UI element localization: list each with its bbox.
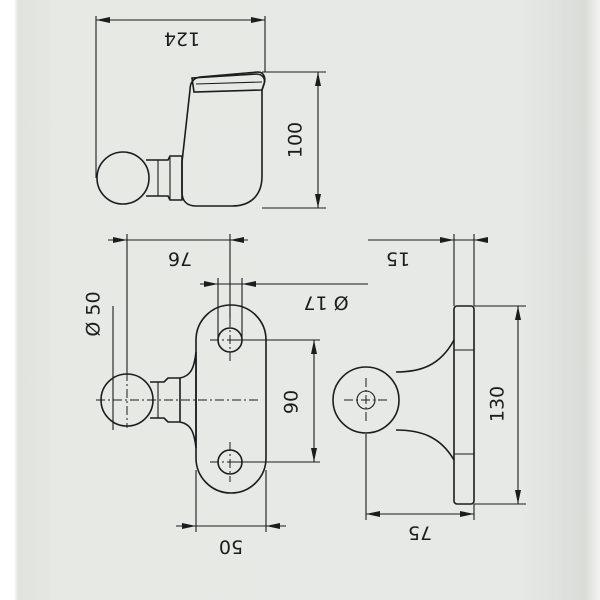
arrowhead (515, 490, 521, 504)
mounting-plate (195, 304, 267, 494)
arrowhead (311, 448, 317, 462)
arrowhead (474, 237, 488, 243)
arrowhead (460, 511, 474, 517)
arrowhead (440, 237, 454, 243)
dim-label-height: 100 (285, 122, 307, 158)
dim-label-flange-height: 130 (487, 386, 509, 422)
ball-top-view (96, 151, 150, 205)
arrowhead (315, 194, 321, 208)
dim-label-plate-width: 50 (219, 536, 243, 558)
grip-top (191, 73, 266, 93)
dim-label-center-to-plate: 76 (168, 248, 192, 270)
dim-label-overall-length: 124 (164, 28, 200, 50)
dim-label-ball-diameter: Ø 50 (83, 291, 105, 336)
dim-label-flange-thickness: 15 (386, 248, 410, 270)
arrowhead (242, 281, 256, 287)
ball-side-view (332, 366, 400, 434)
neck-front-view (150, 377, 181, 423)
side-flange (453, 305, 475, 505)
arrowhead (315, 72, 321, 86)
neck-top-view (146, 155, 183, 201)
front-view: 76 Ø 17 Ø 50 90 50 (83, 234, 368, 558)
dim-label-depth: 75 (408, 522, 432, 544)
arrowhead (266, 523, 280, 529)
arrowhead (366, 511, 380, 517)
arrowhead (230, 237, 244, 243)
arrowhead (251, 17, 265, 23)
arrowhead (204, 281, 218, 287)
dim-label-hole-spacing: 90 (281, 390, 303, 414)
arrowhead (515, 306, 521, 320)
grip-edge-line (195, 81, 263, 85)
side-view: 15 130 75 (332, 234, 526, 544)
arrowhead (182, 523, 196, 529)
dim-label-hole-diameter: Ø 17 (303, 292, 348, 314)
top-view: 124 100 (95, 16, 326, 209)
side-arm-profile (395, 339, 455, 461)
arrowhead (96, 17, 110, 23)
arrowhead (311, 340, 317, 354)
arrowhead (113, 237, 127, 243)
